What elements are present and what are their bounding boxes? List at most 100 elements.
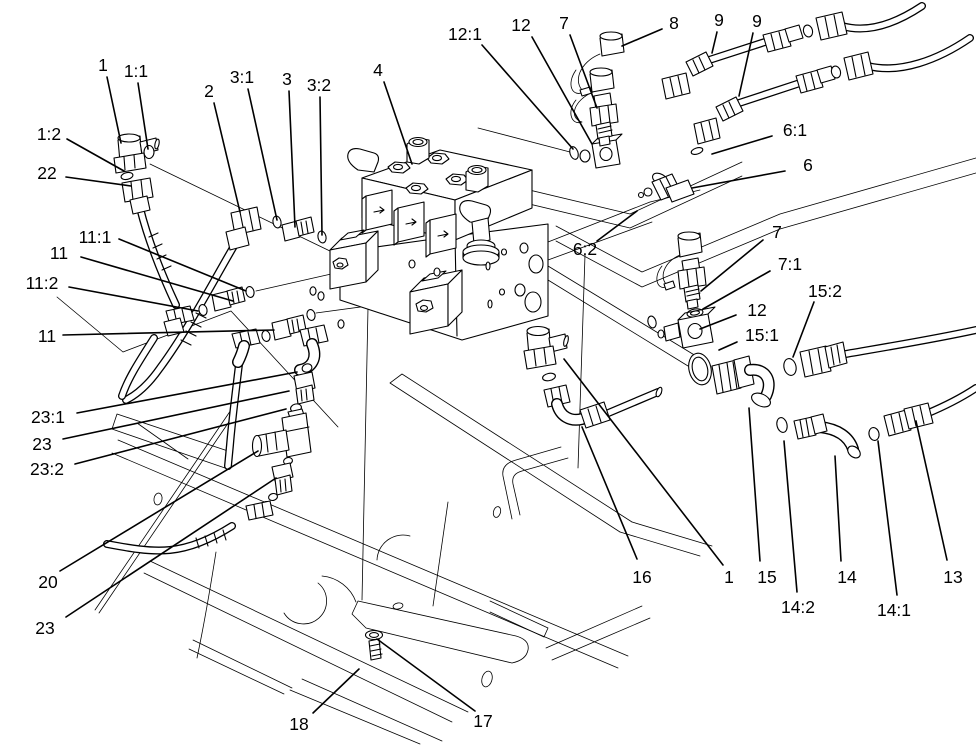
callout-label-9-upper: 9: [714, 10, 724, 30]
valve-20: [251, 408, 312, 458]
hose-22: [136, 204, 180, 309]
hose-9-upper-fittings: [661, 11, 848, 100]
o-ring-23-1: [301, 363, 313, 373]
callout-label-7-mid: 7: [772, 222, 782, 242]
callout-leader-1-bot: [563, 358, 724, 566]
callout-leader-8: [621, 28, 663, 47]
callout-leader-12-mid: [699, 314, 737, 330]
test-fitting-7-mid: [656, 231, 707, 310]
callout-label-15-2: 15:2: [808, 281, 842, 301]
o-ring-9-lower: [830, 65, 842, 79]
callout-label-17: 17: [473, 711, 492, 731]
o-ring-9-upper: [802, 24, 814, 38]
callout-label-11-1: 11:1: [79, 227, 112, 247]
o-ring-11-axis: [306, 309, 316, 321]
callout-label-8: 8: [669, 13, 679, 33]
hose-9-upper: [696, 2, 926, 67]
callout-label-12-mid: 12: [747, 300, 766, 320]
callout-label-23-b: 23: [35, 618, 54, 638]
o-ring-23-low-1: [268, 492, 278, 502]
callout-label-14-2: 14:2: [781, 597, 815, 617]
callout-label-12-top: 12: [511, 15, 530, 35]
manifold-ports: [485, 242, 544, 313]
callout-leader-3: [288, 90, 296, 228]
hose-2: [122, 242, 238, 404]
callout-label-11-a: 11: [50, 243, 68, 263]
hose-9-lower: [726, 34, 974, 110]
elbow-fitting-15: [711, 355, 775, 408]
callout-leader-20: [59, 450, 259, 572]
callout-leader-7-top: [569, 34, 598, 109]
hose-below-elbow-11: [224, 352, 244, 470]
callout-label-20: 20: [38, 572, 58, 592]
callout-label-1-bot: 1: [724, 567, 734, 587]
solenoid-coils: [361, 189, 457, 258]
callout-leader-11-a: [80, 256, 234, 302]
solenoid-cartridge-blocks: [329, 229, 463, 335]
callout-label-23-a: 23: [32, 434, 51, 454]
hose-9-lower-fittings: [693, 51, 874, 145]
elbow-23-top: [294, 324, 329, 376]
callout-leader-23-1: [76, 371, 298, 414]
elbow-hose-end-11: [163, 305, 195, 337]
callout-leader-16: [581, 426, 638, 560]
elbow-block-12-top: [591, 133, 623, 169]
hose-end-22: [121, 177, 154, 215]
elbow-fitting-6: [637, 172, 695, 203]
o-ring-1-1: [143, 144, 155, 160]
callout-label-1-2: 1:2: [37, 124, 61, 144]
callout-leader-12-top: [531, 36, 593, 145]
callout-leader-23-b: [65, 477, 277, 618]
elbow-fitting-1-top: [113, 133, 160, 174]
callout-label-16: 16: [632, 567, 651, 587]
o-ring-11-1: [245, 286, 255, 298]
hose-end-15-mate: [799, 341, 848, 378]
callout-label-23-1: 23:1: [31, 407, 65, 427]
tube-14: [814, 421, 861, 459]
port-o-rings-floating: [309, 259, 441, 329]
wing-knob-right: [459, 200, 500, 266]
callout-label-2: 2: [204, 81, 214, 101]
callout-label-6-2: 6:2: [573, 239, 597, 259]
callout-label-6: 6: [803, 155, 813, 175]
callout-label-11-2: 11:2: [26, 273, 59, 293]
test-fitting-7-top: [570, 67, 619, 147]
callout-leader-15-1: [718, 341, 738, 351]
o-ring-11-2: [198, 304, 208, 316]
callout-leader-7-mid: [700, 239, 764, 292]
callout-leader-18: [312, 668, 360, 714]
o-ring-3-2: [317, 230, 327, 244]
callout-leader-6-1: [711, 135, 773, 155]
callout-label-4: 4: [373, 60, 383, 80]
hose-end-2: [225, 206, 262, 251]
hose-13-mate: [922, 384, 976, 418]
cartridge-hex-ports: [387, 152, 469, 195]
callout-leader-11-1: [118, 238, 247, 292]
callout-label-23-2: 23:2: [30, 459, 64, 479]
callout-label-14: 14: [837, 567, 857, 587]
callout-label-3-2: 3:2: [307, 75, 331, 95]
hose-16: [602, 386, 663, 418]
elbow-swivel-mid: [231, 328, 261, 368]
fitting-3: [281, 216, 315, 242]
o-ring-12-1: [569, 146, 579, 160]
fitting-23-a: [293, 371, 316, 405]
callout-label-14-1: 14:1: [877, 600, 911, 620]
callout-label-1-1: 1:1: [124, 61, 148, 81]
callout-leader-17: [376, 638, 476, 712]
callout-leader-1-top: [106, 76, 122, 144]
callout-label-22: 22: [37, 163, 56, 183]
callout-leader-4: [383, 81, 413, 165]
tube-14-left-end: [793, 413, 828, 440]
callout-label-3: 3: [282, 69, 292, 89]
callout-leader-22: [65, 176, 132, 187]
callout-label-7-top: 7: [559, 13, 569, 33]
callout-leader-23-2: [74, 408, 287, 465]
elbow-hose-20: [245, 500, 274, 521]
elbow-block-12-mid: [657, 306, 716, 349]
fitting-23-b: [271, 462, 294, 496]
hose-20-drop: [103, 522, 236, 555]
